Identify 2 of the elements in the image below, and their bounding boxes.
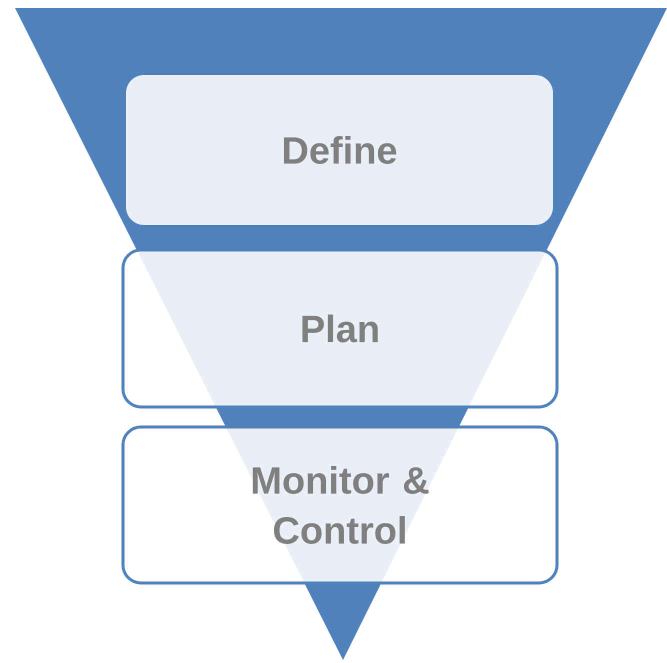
process-box: Plan	[122, 248, 558, 408]
process-box: Monitor & Control	[122, 425, 558, 584]
